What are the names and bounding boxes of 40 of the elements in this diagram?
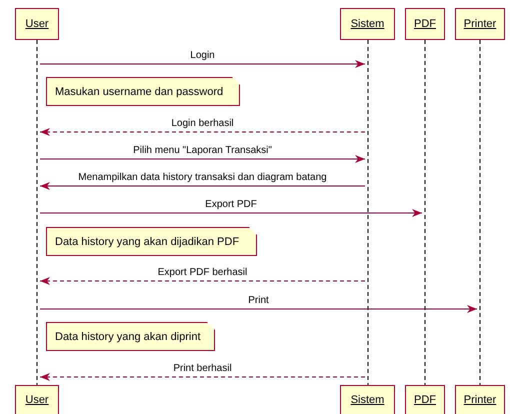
lifeline: [365, 40, 371, 385]
participant-box: [405, 8, 445, 40]
message-arrow: [40, 60, 366, 68]
message-arrow: [40, 209, 422, 217]
participant-name: Printer: [464, 18, 496, 30]
lifeline: [477, 40, 483, 385]
message-label: Menampilkan data history transaksi dan diagram batang: [76, 172, 329, 184]
message-arrow: [40, 305, 478, 313]
participant-name: PDF: [414, 18, 436, 30]
note-box: [46, 322, 215, 351]
message-label: Login: [188, 50, 217, 62]
participant-name: User: [25, 18, 49, 30]
participant-box: [15, 8, 59, 40]
note-box: [46, 77, 240, 106]
lifeline: [422, 40, 428, 385]
participant-name: User: [25, 394, 49, 406]
participant-box: [340, 385, 395, 414]
message-label: Pilih menu "Laporan Transaksi": [131, 145, 274, 157]
participant-name: Printer: [464, 394, 496, 406]
participant-box: [340, 8, 395, 40]
message-label: Export PDF: [203, 199, 259, 211]
participant-name: PDF: [414, 394, 436, 406]
lifeline: [34, 40, 40, 385]
participant-name: Sistem: [350, 18, 384, 30]
message-arrow: [40, 155, 366, 163]
message-arrow: [40, 277, 366, 285]
message-arrow: [40, 373, 366, 381]
message-label: Login berhasil: [169, 118, 236, 130]
participant-box: [455, 385, 505, 414]
note-box: [46, 227, 257, 256]
note-text: Data history yang akan diprint: [55, 330, 201, 342]
participant-name: Sistem: [350, 394, 384, 406]
note-text: Data history yang akan dijadikan PDF: [55, 236, 240, 248]
participant-box: [455, 8, 505, 40]
note-text: Masukan username dan password: [55, 86, 224, 98]
message-label: Export PDF berhasil: [156, 267, 250, 279]
participant-box: [405, 385, 445, 414]
message-arrow: [40, 182, 366, 190]
message-arrow: [40, 128, 366, 136]
participant-box: [15, 385, 59, 414]
